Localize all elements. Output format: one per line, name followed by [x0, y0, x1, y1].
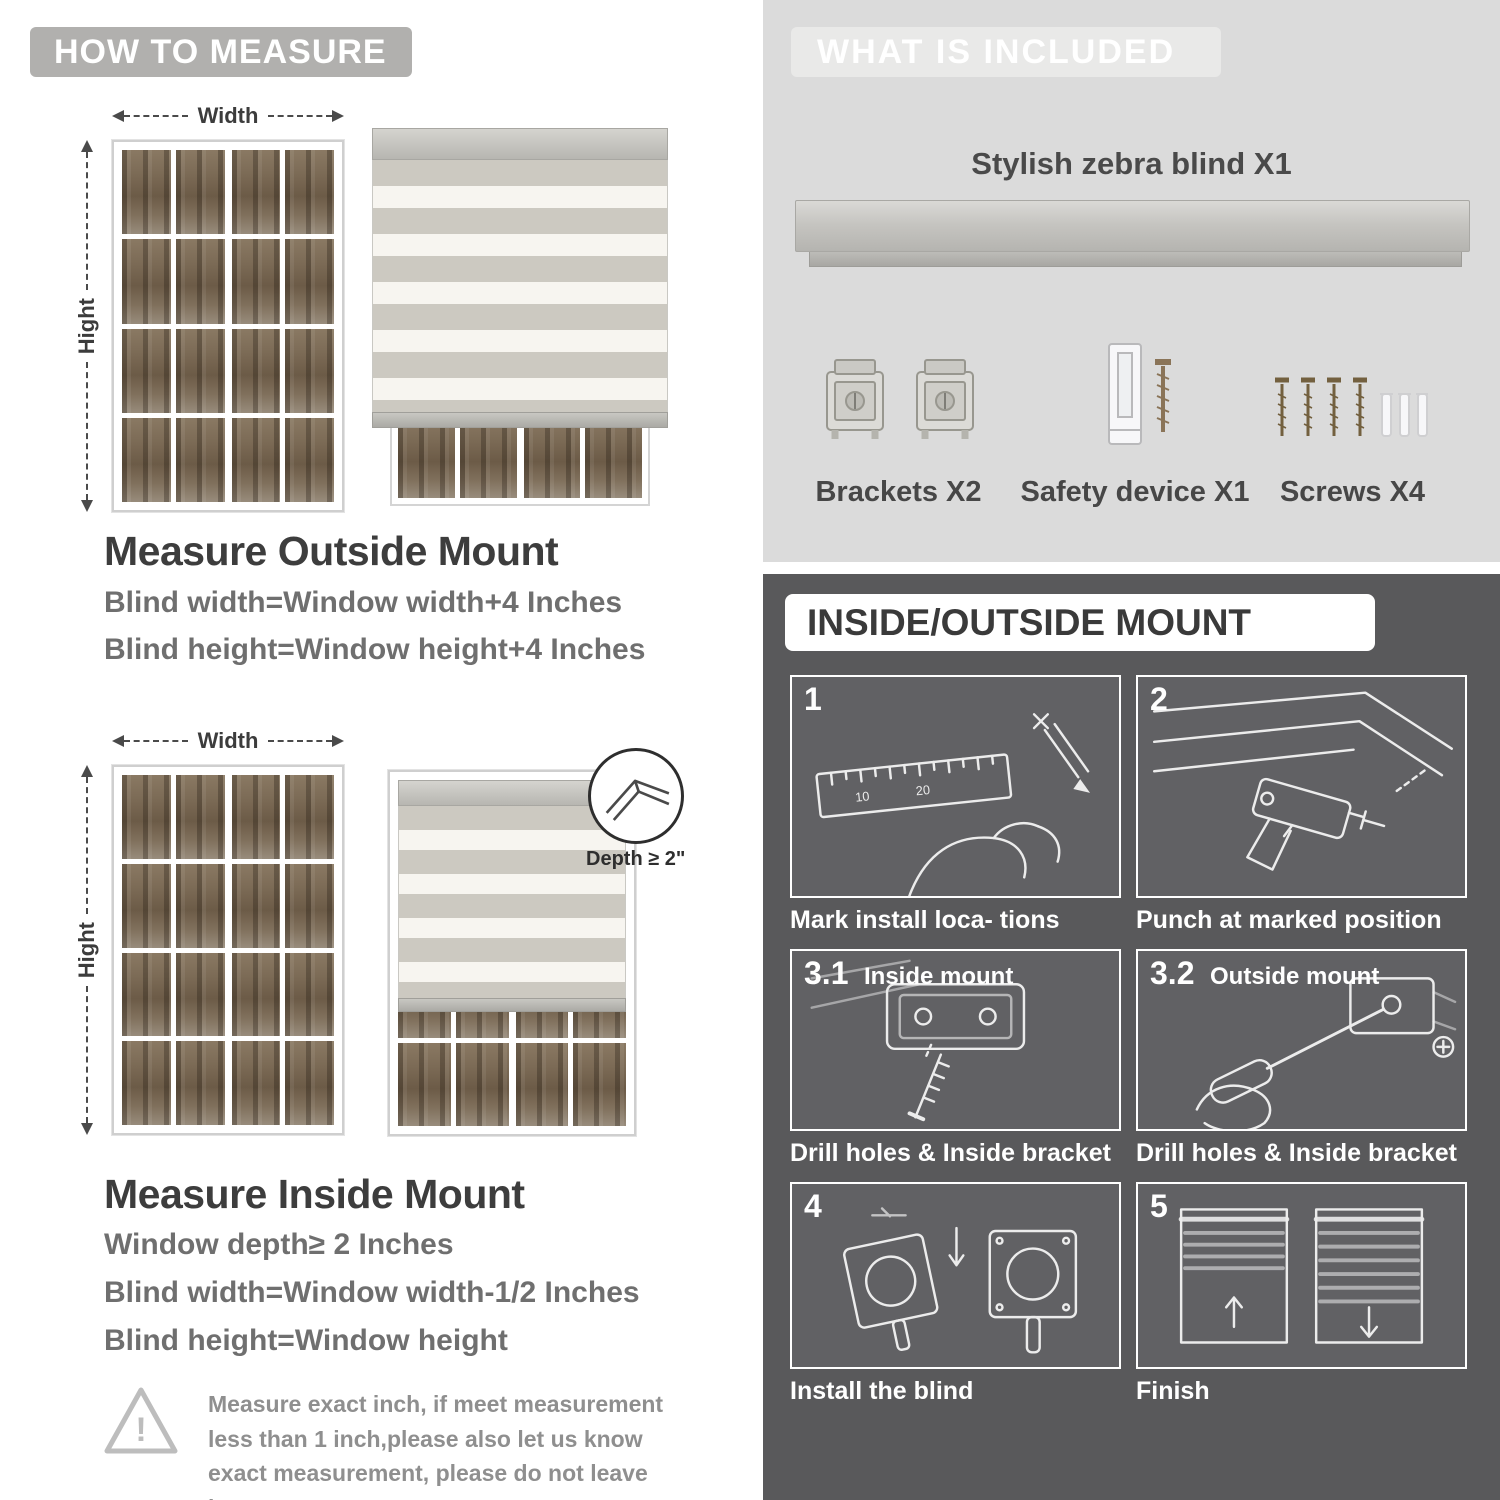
step-1-caption: Mark install loca- tions — [790, 906, 1060, 934]
arrow-right-icon — [332, 735, 345, 747]
window-illustration-inside — [112, 765, 344, 1135]
depth-callout: Depth ≥ 2" — [586, 848, 686, 870]
step-4-panel: 4 — [790, 1182, 1121, 1369]
mount-guide-header: INSIDE/OUTSIDE MOUNT — [785, 594, 1375, 651]
step-number: 3.1 — [804, 955, 849, 991]
width-dimension-arrow-outside: Width — [112, 103, 345, 129]
step-3-2: 3.2 Outside mount Drill holes & Inside b… — [1136, 949, 1467, 1168]
arrow-right-icon — [332, 110, 345, 122]
arrow-left-icon — [112, 110, 124, 122]
blind-bottom-rail — [398, 998, 626, 1012]
step-5-caption: Finish — [1136, 1377, 1210, 1405]
warning-triangle-icon: ! — [104, 1387, 178, 1454]
step-5-panel: 5 — [1136, 1182, 1467, 1369]
height-label: Hight — [74, 921, 99, 979]
outside-mount-line-1: Blind width=Window width+4 Inches — [104, 586, 623, 619]
window-illustration-outside — [112, 140, 344, 512]
window-corner-detail-icon — [605, 779, 670, 821]
right-column: WHAT IS INCLUDED Stylish zebra blind X1 — [755, 0, 1500, 1500]
step-2-caption: Punch at marked position — [1136, 906, 1442, 934]
outside-mount-title: Measure Outside Mount — [104, 528, 559, 574]
step-number: 3.2 — [1150, 955, 1195, 991]
blind-cassette — [372, 128, 668, 160]
step-5: 5 Finish — [1136, 1182, 1467, 1406]
step-1-panel: 10 20 1 — [790, 675, 1121, 898]
screws-image — [1268, 372, 1429, 457]
height-label: Hight — [74, 297, 99, 355]
safety-device-image — [1093, 338, 1188, 461]
zebra-stripes — [372, 160, 668, 412]
step-4: 4 Install the blind — [790, 1182, 1121, 1406]
zebra-stripes — [398, 806, 626, 998]
mark-locations-illustration: 10 20 — [815, 713, 1091, 896]
arrow-down-icon — [81, 1123, 93, 1136]
install-blind-illustration — [843, 1207, 1078, 1354]
what-is-included-section: WHAT IS INCLUDED Stylish zebra blind X1 — [763, 0, 1500, 562]
width-label: Width — [197, 728, 259, 753]
step-1: 10 20 1 — [790, 675, 1121, 935]
step-number: 2 — [1150, 681, 1168, 717]
warning-text: Measure exact inch, if meet measurement … — [208, 1391, 664, 1500]
arrow-down-icon — [81, 500, 93, 513]
width-dimension-arrow-inside: Width — [112, 728, 345, 754]
safety-device-icon — [1108, 343, 1171, 445]
safety-device-label: Safety device X1 — [1020, 476, 1250, 508]
arrow-left-icon — [112, 735, 124, 747]
inside-mount-title: Measure Inside Mount — [104, 1171, 525, 1217]
brackets-label: Brackets X2 — [815, 476, 982, 508]
bracket-icon — [826, 359, 884, 439]
height-dimension-arrow-inside: Hight — [74, 765, 100, 1136]
mount-steps-grid: 10 20 1 — [790, 675, 1467, 1420]
arrow-up-icon — [81, 765, 93, 777]
step-2: 2 Punch at marked position — [1136, 675, 1467, 935]
svg-text:10: 10 — [854, 788, 870, 804]
outside-mount-label: Outside mount — [1210, 963, 1380, 990]
step-3-1: 3.1 Inside mount Drill holes & Inside br… — [790, 949, 1121, 1168]
outside-mount-line-2: Blind height=Window height+4 Inches — [104, 633, 646, 666]
blind-bottom-rail — [372, 412, 668, 428]
warning-exclamation: ! — [135, 1411, 146, 1449]
mount-guide-section: INSIDE/OUTSIDE MOUNT 10 20 — [763, 574, 1500, 1500]
screws-icon — [1275, 377, 1429, 437]
inside-bracket-illustration — [810, 959, 1026, 1122]
step-number: 5 — [1150, 1188, 1168, 1224]
arrow-up-icon — [81, 140, 93, 152]
zebra-blind-headrail-image — [795, 200, 1470, 267]
section-divider — [763, 562, 1500, 574]
inside-mount-line-3: Blind height=Window height — [104, 1324, 508, 1357]
step-3-2-caption: Drill holes & Inside bracket — [1136, 1139, 1457, 1167]
bracket-icon — [916, 359, 974, 439]
what-is-included-header: WHAT IS INCLUDED — [791, 27, 1221, 77]
measurement-warning: ! Measure exact inch, if meet measuremen… — [100, 1383, 680, 1500]
step-3-1-caption: Drill holes & Inside bracket — [790, 1139, 1111, 1167]
step-2-panel: 2 — [1136, 675, 1467, 898]
finish-illustration — [1178, 1208, 1425, 1344]
inside-mount-line-1: Window depth≥ 2 Inches — [104, 1228, 454, 1261]
how-to-measure-section: HOW TO MEASURE Width Hight — [30, 27, 686, 1500]
step-3-1-panel: 3.1 Inside mount — [790, 949, 1121, 1131]
inside-mount-line-2: Blind width=Window width-1/2 Inches — [104, 1276, 640, 1309]
depth-magnifier — [588, 748, 684, 844]
how-to-measure-header: HOW TO MEASURE — [30, 27, 412, 77]
height-dimension-arrow-outside: Hight — [74, 140, 100, 513]
step-number: 4 — [804, 1188, 822, 1224]
inside-mount-label: Inside mount — [864, 963, 1014, 990]
brackets-image — [819, 352, 981, 444]
drill-illustration — [1152, 691, 1453, 871]
step-3-2-panel: 3.2 Outside mount — [1136, 949, 1467, 1131]
width-label: Width — [197, 103, 259, 128]
zebra-blind — [372, 128, 668, 428]
outside-bracket-illustration — [1195, 977, 1457, 1129]
zebra-blind-label: Stylish zebra blind X1 — [971, 146, 1292, 181]
screws-label: Screws X4 — [1279, 476, 1426, 508]
blind-illustration-outside — [372, 128, 668, 506]
svg-text:20: 20 — [915, 782, 931, 798]
step-number: 1 — [804, 681, 822, 717]
step-4-caption: Install the blind — [790, 1377, 974, 1405]
